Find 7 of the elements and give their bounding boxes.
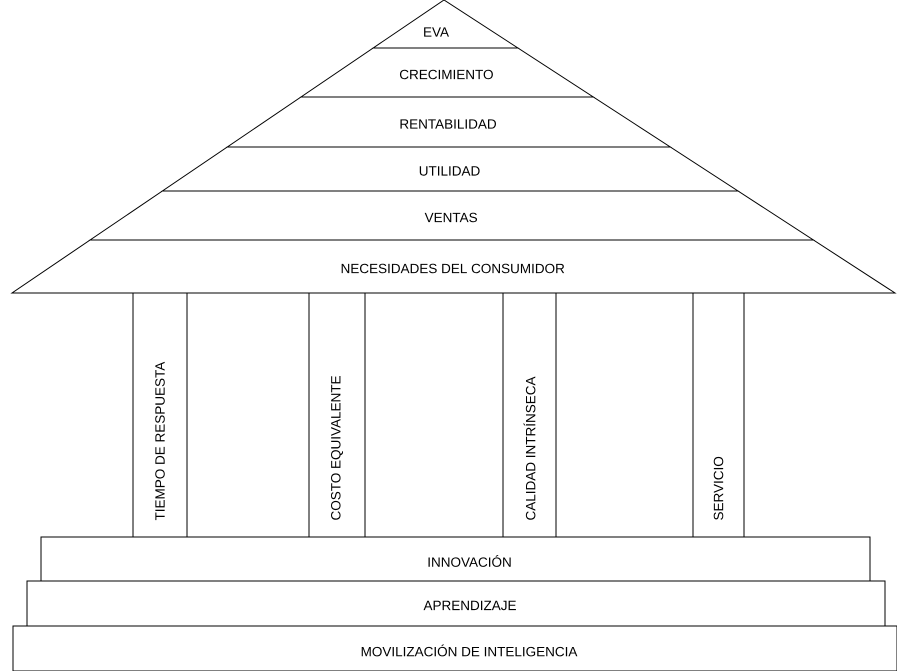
pillar: CALIDAD INTRÍNSECA xyxy=(502,292,556,538)
pillar: SERVICIO xyxy=(692,292,744,538)
step-band: MOVILIZACIÓN DE INTELIGENCIA xyxy=(12,625,897,671)
step-band: APRENDIZAJE xyxy=(26,580,886,626)
pillar: COSTO EQUIVALENTE xyxy=(308,292,366,538)
step-band: INNOVACIÓN xyxy=(40,536,870,582)
pillar: TIEMPO DE RESPUESTA xyxy=(132,292,188,538)
